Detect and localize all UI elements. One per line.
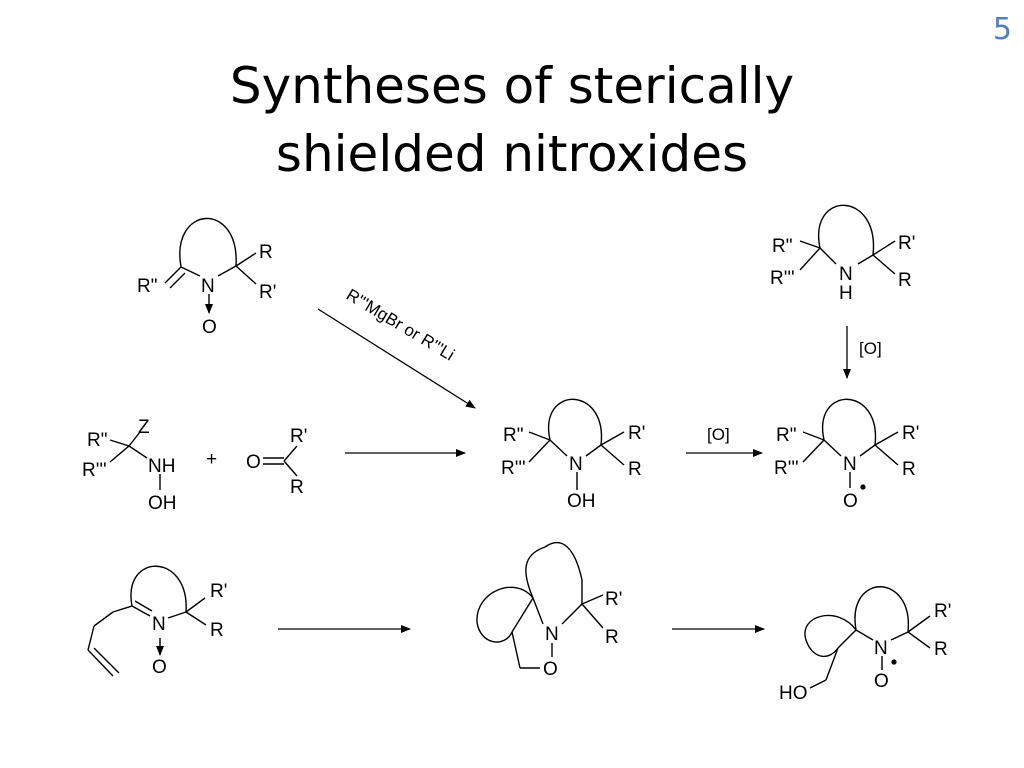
atom-label: R' <box>628 423 645 444</box>
slide-title-line-1: Syntheses of sterically <box>229 57 795 115</box>
atom-label: N <box>152 614 166 635</box>
atom-label: R' <box>902 423 919 444</box>
atom-label: NH <box>148 456 175 477</box>
radical-dot <box>860 484 866 490</box>
atom-label: R''' <box>501 458 526 479</box>
nitrone-molecule <box>164 217 257 314</box>
atom-label: N <box>545 624 559 645</box>
atom-label: R' <box>934 601 951 622</box>
atom-label: N <box>839 264 853 285</box>
atom-label: R' <box>290 426 307 447</box>
atom-label: OH <box>567 491 596 512</box>
atom-label: R <box>898 270 912 291</box>
atom-label: N <box>569 454 583 475</box>
slide-title-line-2: shielded nitroxides <box>275 125 749 183</box>
atom-label: R' <box>259 282 276 303</box>
atom-label: O <box>202 317 217 338</box>
atom-label: R' <box>898 233 915 254</box>
atom-label: R''' <box>82 460 107 481</box>
atom-label: N <box>843 454 857 475</box>
grignard-reagent-label: R'''MgBr or R'''Li <box>343 285 458 364</box>
nitroxide-molecule <box>802 398 899 488</box>
atom-label: R <box>290 477 304 498</box>
atom-label: R" <box>137 276 157 297</box>
atom-label: N <box>201 276 215 297</box>
atom-label: R' <box>605 589 622 610</box>
plus-sign: + <box>206 449 217 470</box>
oxidation-reagent-label: [O] <box>859 339 882 358</box>
atom-label: H <box>839 283 853 304</box>
hydroxymethyl-nitroxide-molecule <box>804 586 931 689</box>
atom-label: Z <box>138 417 150 438</box>
atom-label: O <box>246 452 261 473</box>
atom-label: O <box>843 491 858 512</box>
atom-label: R' <box>210 581 227 602</box>
atom-label: R" <box>503 425 523 446</box>
cyclic-hydroxylamine-molecule <box>528 398 625 490</box>
atom-label: R" <box>772 236 792 257</box>
atom-label: HO <box>779 683 808 704</box>
atom-label: O <box>543 659 558 680</box>
isoxazolidine-molecule <box>476 541 604 669</box>
slide-title: Syntheses of sterically shielded nitroxi… <box>0 52 1024 188</box>
cyclic-amine-molecule <box>799 204 896 275</box>
atom-label: R <box>628 459 642 480</box>
slide-number: 5 <box>992 12 1012 47</box>
atom-label: R <box>902 459 916 480</box>
grignard-arrow <box>317 308 476 409</box>
atom-label: OH <box>148 493 177 514</box>
hydroxylamine-molecule <box>109 431 161 490</box>
atom-label: O <box>874 671 889 692</box>
atom-label: R" <box>87 430 107 451</box>
alkenyl-nitrone-molecule <box>87 565 207 677</box>
radical-dot <box>891 659 897 665</box>
atom-label: R''' <box>770 268 795 289</box>
ketone-molecule <box>263 445 298 477</box>
atom-label: O <box>152 657 167 678</box>
atom-label: N <box>874 638 888 659</box>
atom-label: R" <box>776 425 796 446</box>
oxidation-reagent-label: [O] <box>707 425 730 444</box>
atom-label: R''' <box>774 458 799 479</box>
atom-label: R <box>210 620 224 641</box>
atom-label: R <box>605 627 619 648</box>
atom-label: R <box>259 242 273 263</box>
atom-label: R <box>934 639 948 660</box>
